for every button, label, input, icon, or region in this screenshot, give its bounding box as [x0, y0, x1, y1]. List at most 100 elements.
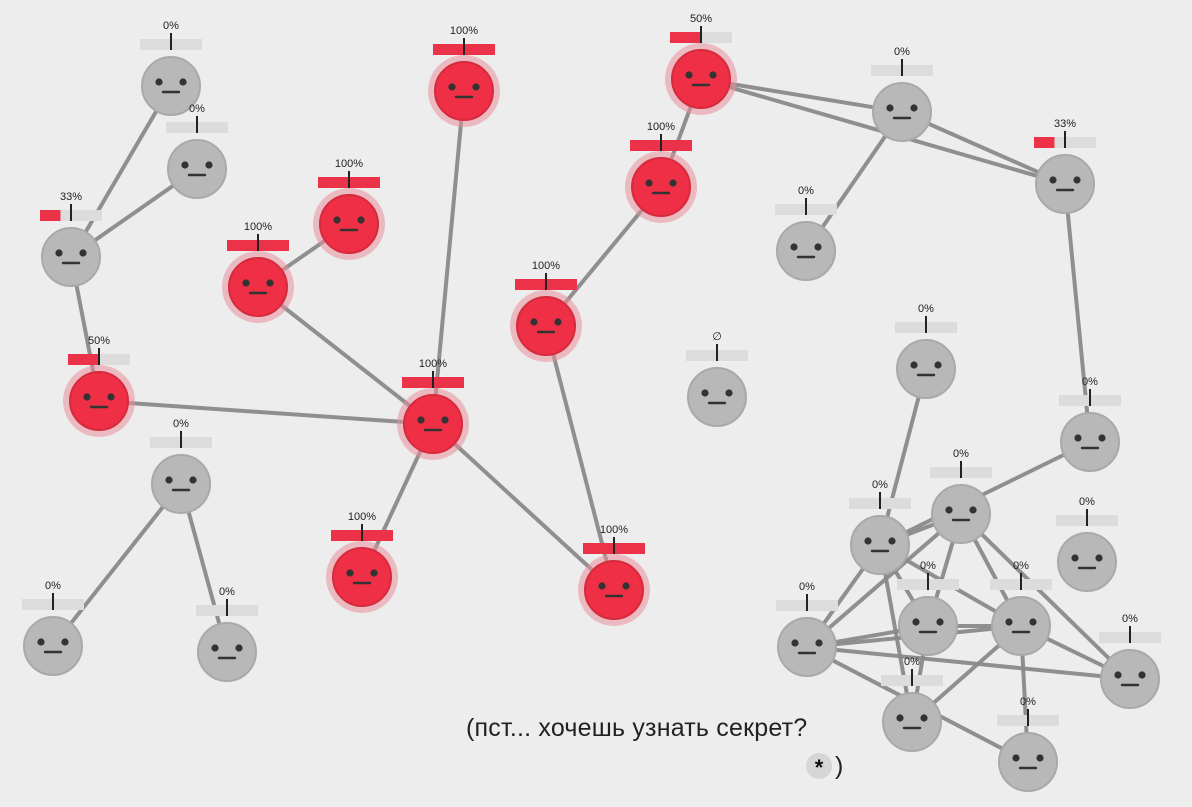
eye	[417, 416, 425, 424]
healthy-person[interactable]: 0%	[140, 20, 202, 116]
face-circle	[777, 617, 837, 677]
infected-person[interactable]: 100%	[326, 511, 398, 613]
eye	[165, 476, 173, 484]
infection-meter-fill	[68, 354, 99, 365]
eye	[37, 638, 45, 646]
face-circle	[896, 339, 956, 399]
face-circle	[898, 596, 958, 656]
infection-percent-label: 0%	[920, 560, 936, 572]
infected-person[interactable]: 100%	[222, 221, 294, 323]
infected-person[interactable]: 50%	[63, 335, 135, 437]
eye	[1114, 671, 1122, 679]
eye	[622, 582, 630, 590]
face-circle	[1035, 154, 1095, 214]
secret-close-paren: )	[835, 751, 844, 780]
infected-person[interactable]: 100%	[397, 358, 469, 460]
secret-button[interactable]: *	[806, 753, 832, 780]
infected-person[interactable]: 100%	[510, 260, 582, 362]
eye	[1095, 554, 1103, 562]
healthy-person[interactable]: 0%	[930, 448, 992, 544]
eye	[55, 249, 63, 257]
healthy-person[interactable]: 0%	[897, 560, 959, 656]
secret-prompt: (пст... хочешь узнать секрет?	[466, 714, 808, 742]
eye	[242, 279, 250, 287]
eye	[211, 644, 219, 652]
infection-meter-fill	[1034, 137, 1055, 148]
healthy-person[interactable]: 0%	[849, 479, 911, 575]
healthy-person[interactable]: 0%	[196, 586, 258, 682]
face-circle	[197, 622, 257, 682]
face-circle	[332, 547, 392, 607]
eye	[815, 639, 823, 647]
infection-percent-label: 0%	[953, 448, 969, 460]
infection-percent-label: 0%	[1082, 376, 1098, 388]
infection-percent-label: 0%	[189, 103, 205, 115]
infection-percent-label: 0%	[799, 581, 815, 593]
infection-percent-label: 0%	[1079, 496, 1095, 508]
infection-percent-label: 100%	[647, 121, 675, 133]
network-edge	[51, 482, 183, 648]
infection-percent-label: 0%	[918, 303, 934, 315]
healthy-person[interactable]: 0%	[881, 656, 943, 752]
healthy-person[interactable]: 0%	[1059, 376, 1121, 472]
eye	[235, 644, 243, 652]
healthy-person[interactable]: 0%	[895, 303, 957, 399]
healthy-person[interactable]: 0%	[1099, 613, 1161, 709]
face-circle	[403, 394, 463, 454]
network-edge	[959, 512, 1132, 681]
infected-person[interactable]: 100%	[625, 121, 697, 223]
infected-person[interactable]: 100%	[428, 25, 500, 127]
infected-person[interactable]: 100%	[578, 524, 650, 626]
infected-person[interactable]: 100%	[313, 158, 385, 260]
face-circle	[671, 49, 731, 109]
eye	[79, 249, 87, 257]
face-circle	[69, 371, 129, 431]
eye	[1049, 176, 1057, 184]
face-circle	[319, 194, 379, 254]
eye	[791, 639, 799, 647]
eye	[725, 389, 733, 397]
face-circle	[41, 227, 101, 287]
healthy-person[interactable]: 0%	[166, 103, 228, 199]
eye	[155, 78, 163, 86]
healthy-person[interactable]: 0%	[150, 418, 212, 514]
eye	[181, 161, 189, 169]
infection-percent-label: 33%	[60, 191, 82, 203]
healthy-person[interactable]: 0%	[22, 580, 84, 676]
healthy-person[interactable]: 0%	[776, 581, 838, 677]
healthy-person[interactable]: 33%	[40, 191, 102, 287]
eye	[910, 104, 918, 112]
eye	[107, 393, 115, 401]
healthy-person[interactable]: 0%	[775, 185, 837, 281]
eye	[1071, 554, 1079, 562]
infection-percent-label: 100%	[600, 524, 628, 536]
infection-percent-label: 100%	[419, 358, 447, 370]
eye	[448, 83, 456, 91]
secret-row: * )	[806, 751, 843, 781]
infected-person[interactable]: 50%	[665, 13, 737, 115]
eye	[83, 393, 91, 401]
eye	[969, 506, 977, 514]
infection-percent-label: 33%	[1054, 118, 1076, 130]
eye	[912, 618, 920, 626]
face-circle	[872, 82, 932, 142]
healthy-person[interactable]: ∅	[686, 331, 748, 427]
healthy-person[interactable]: 0%	[997, 696, 1059, 792]
infection-meter-fill	[40, 210, 61, 221]
infection-percent-label: 0%	[798, 185, 814, 197]
healthy-person[interactable]: 33%	[1034, 118, 1096, 214]
nodes-layer: 0% 0% 33% 50% 100% 100% 100% 100% 100% 100% 0% 0% 0%…	[22, 13, 1161, 792]
eye	[864, 537, 872, 545]
eye	[530, 318, 538, 326]
healthy-person[interactable]: 0%	[1056, 496, 1118, 592]
eye	[1073, 176, 1081, 184]
eye	[472, 83, 480, 91]
eye	[645, 179, 653, 187]
healthy-person[interactable]: 0%	[871, 46, 933, 142]
infection-percent-label: 50%	[88, 335, 110, 347]
eye	[346, 569, 354, 577]
healthy-person[interactable]: 0%	[990, 560, 1052, 656]
network-edge	[805, 645, 1132, 681]
infection-percent-label: 0%	[1122, 613, 1138, 625]
